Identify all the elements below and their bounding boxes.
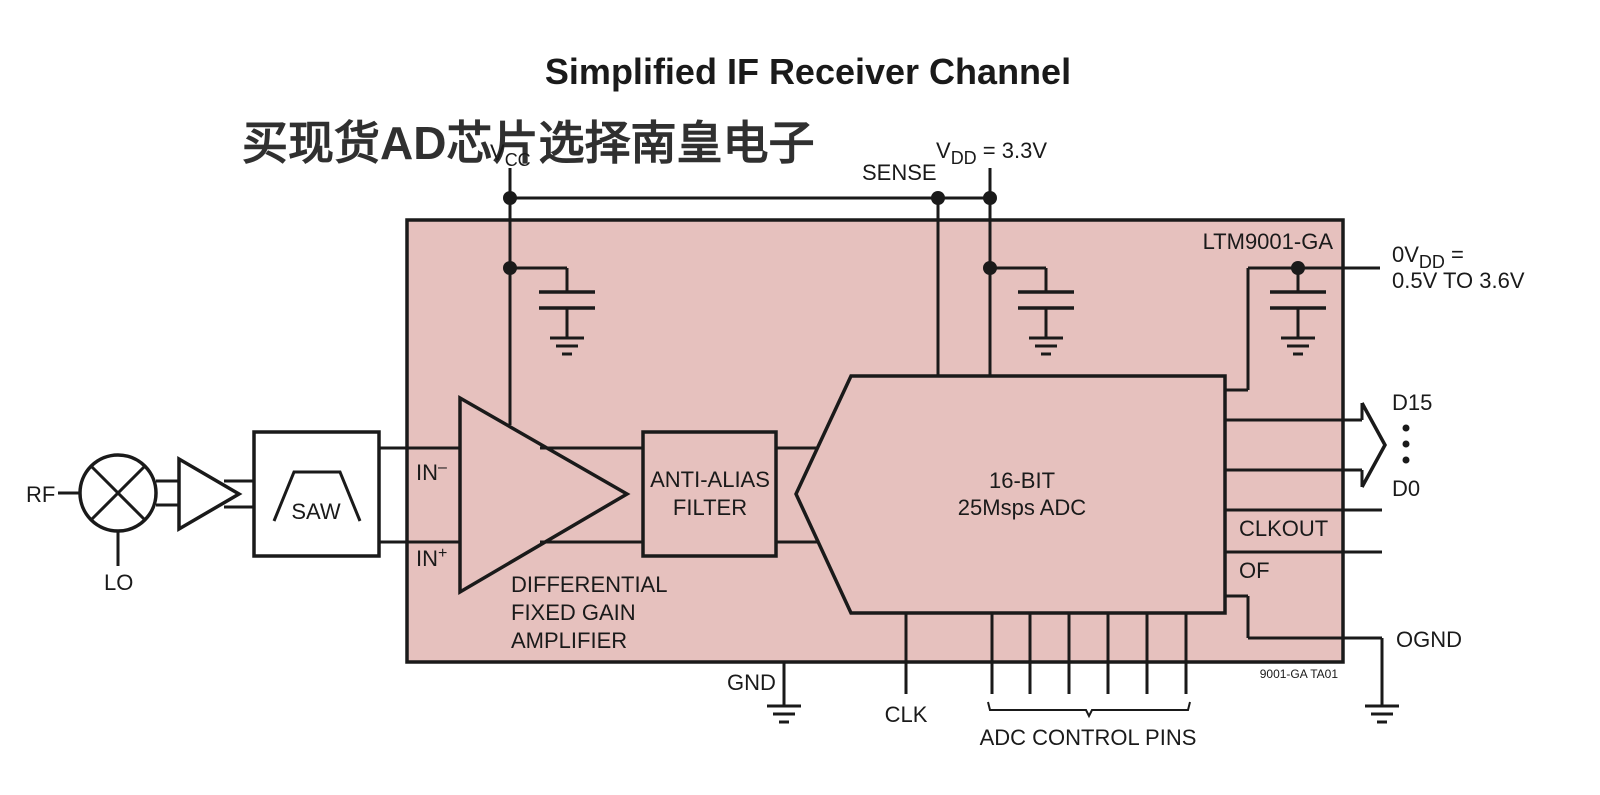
adc-label-line1: 16-BIT <box>989 468 1055 493</box>
d15-label: D15 <box>1392 390 1432 415</box>
filter-label-line1: ANTI-ALIAS <box>650 467 770 492</box>
anti-alias-filter <box>641 430 778 558</box>
sense-label: SENSE <box>862 160 937 185</box>
ognd-label: OGND <box>1396 627 1462 652</box>
ovdd-label: 0VDD = <box>1392 242 1464 272</box>
watermark-text: 买现货AD芯片选择南皇电子 <box>242 117 814 169</box>
amplifier-label-line1: DIFFERENTIAL <box>511 572 667 597</box>
lo-label: LO <box>104 570 133 595</box>
saw-filter <box>252 430 381 558</box>
saw-label: SAW <box>291 499 341 524</box>
d0-label: D0 <box>1392 476 1420 501</box>
vcc-label: VCC <box>490 140 531 170</box>
amplifier-label-line2: FIXED GAIN <box>511 600 636 625</box>
vdd-label: VDD = 3.3V <box>936 138 1047 168</box>
diagram-title: Simplified IF Receiver Channel <box>545 51 1071 92</box>
in-minus-label: IN– <box>416 459 447 485</box>
module-name-label: LTM9001-GA <box>1203 229 1334 254</box>
adc-block <box>794 374 1227 615</box>
driver-amplifier <box>177 455 243 533</box>
in-plus-label: IN+ <box>416 545 447 571</box>
rf-label: RF <box>26 482 55 507</box>
gnd-label: GND <box>727 670 776 695</box>
figure-id-label: 9001-GA TA01 <box>1260 667 1339 681</box>
of-label: OF <box>1239 558 1270 583</box>
ognd-ground-symbol <box>1363 704 1401 724</box>
clkout-label: CLKOUT <box>1239 516 1328 541</box>
ovdd-range-label: 0.5V TO 3.6V <box>1392 268 1525 293</box>
adc-control-pins-label: ADC CONTROL PINS <box>980 725 1197 750</box>
data-bus-arrow <box>1360 402 1387 488</box>
adc-control-pins <box>987 613 1191 719</box>
amplifier-label-line3: AMPLIFIER <box>511 628 627 653</box>
adc-label-line2: 25Msps ADC <box>958 495 1086 520</box>
clk-label: CLK <box>885 702 928 727</box>
gnd-ground-symbol <box>765 704 803 724</box>
filter-label-line2: FILTER <box>673 495 747 520</box>
